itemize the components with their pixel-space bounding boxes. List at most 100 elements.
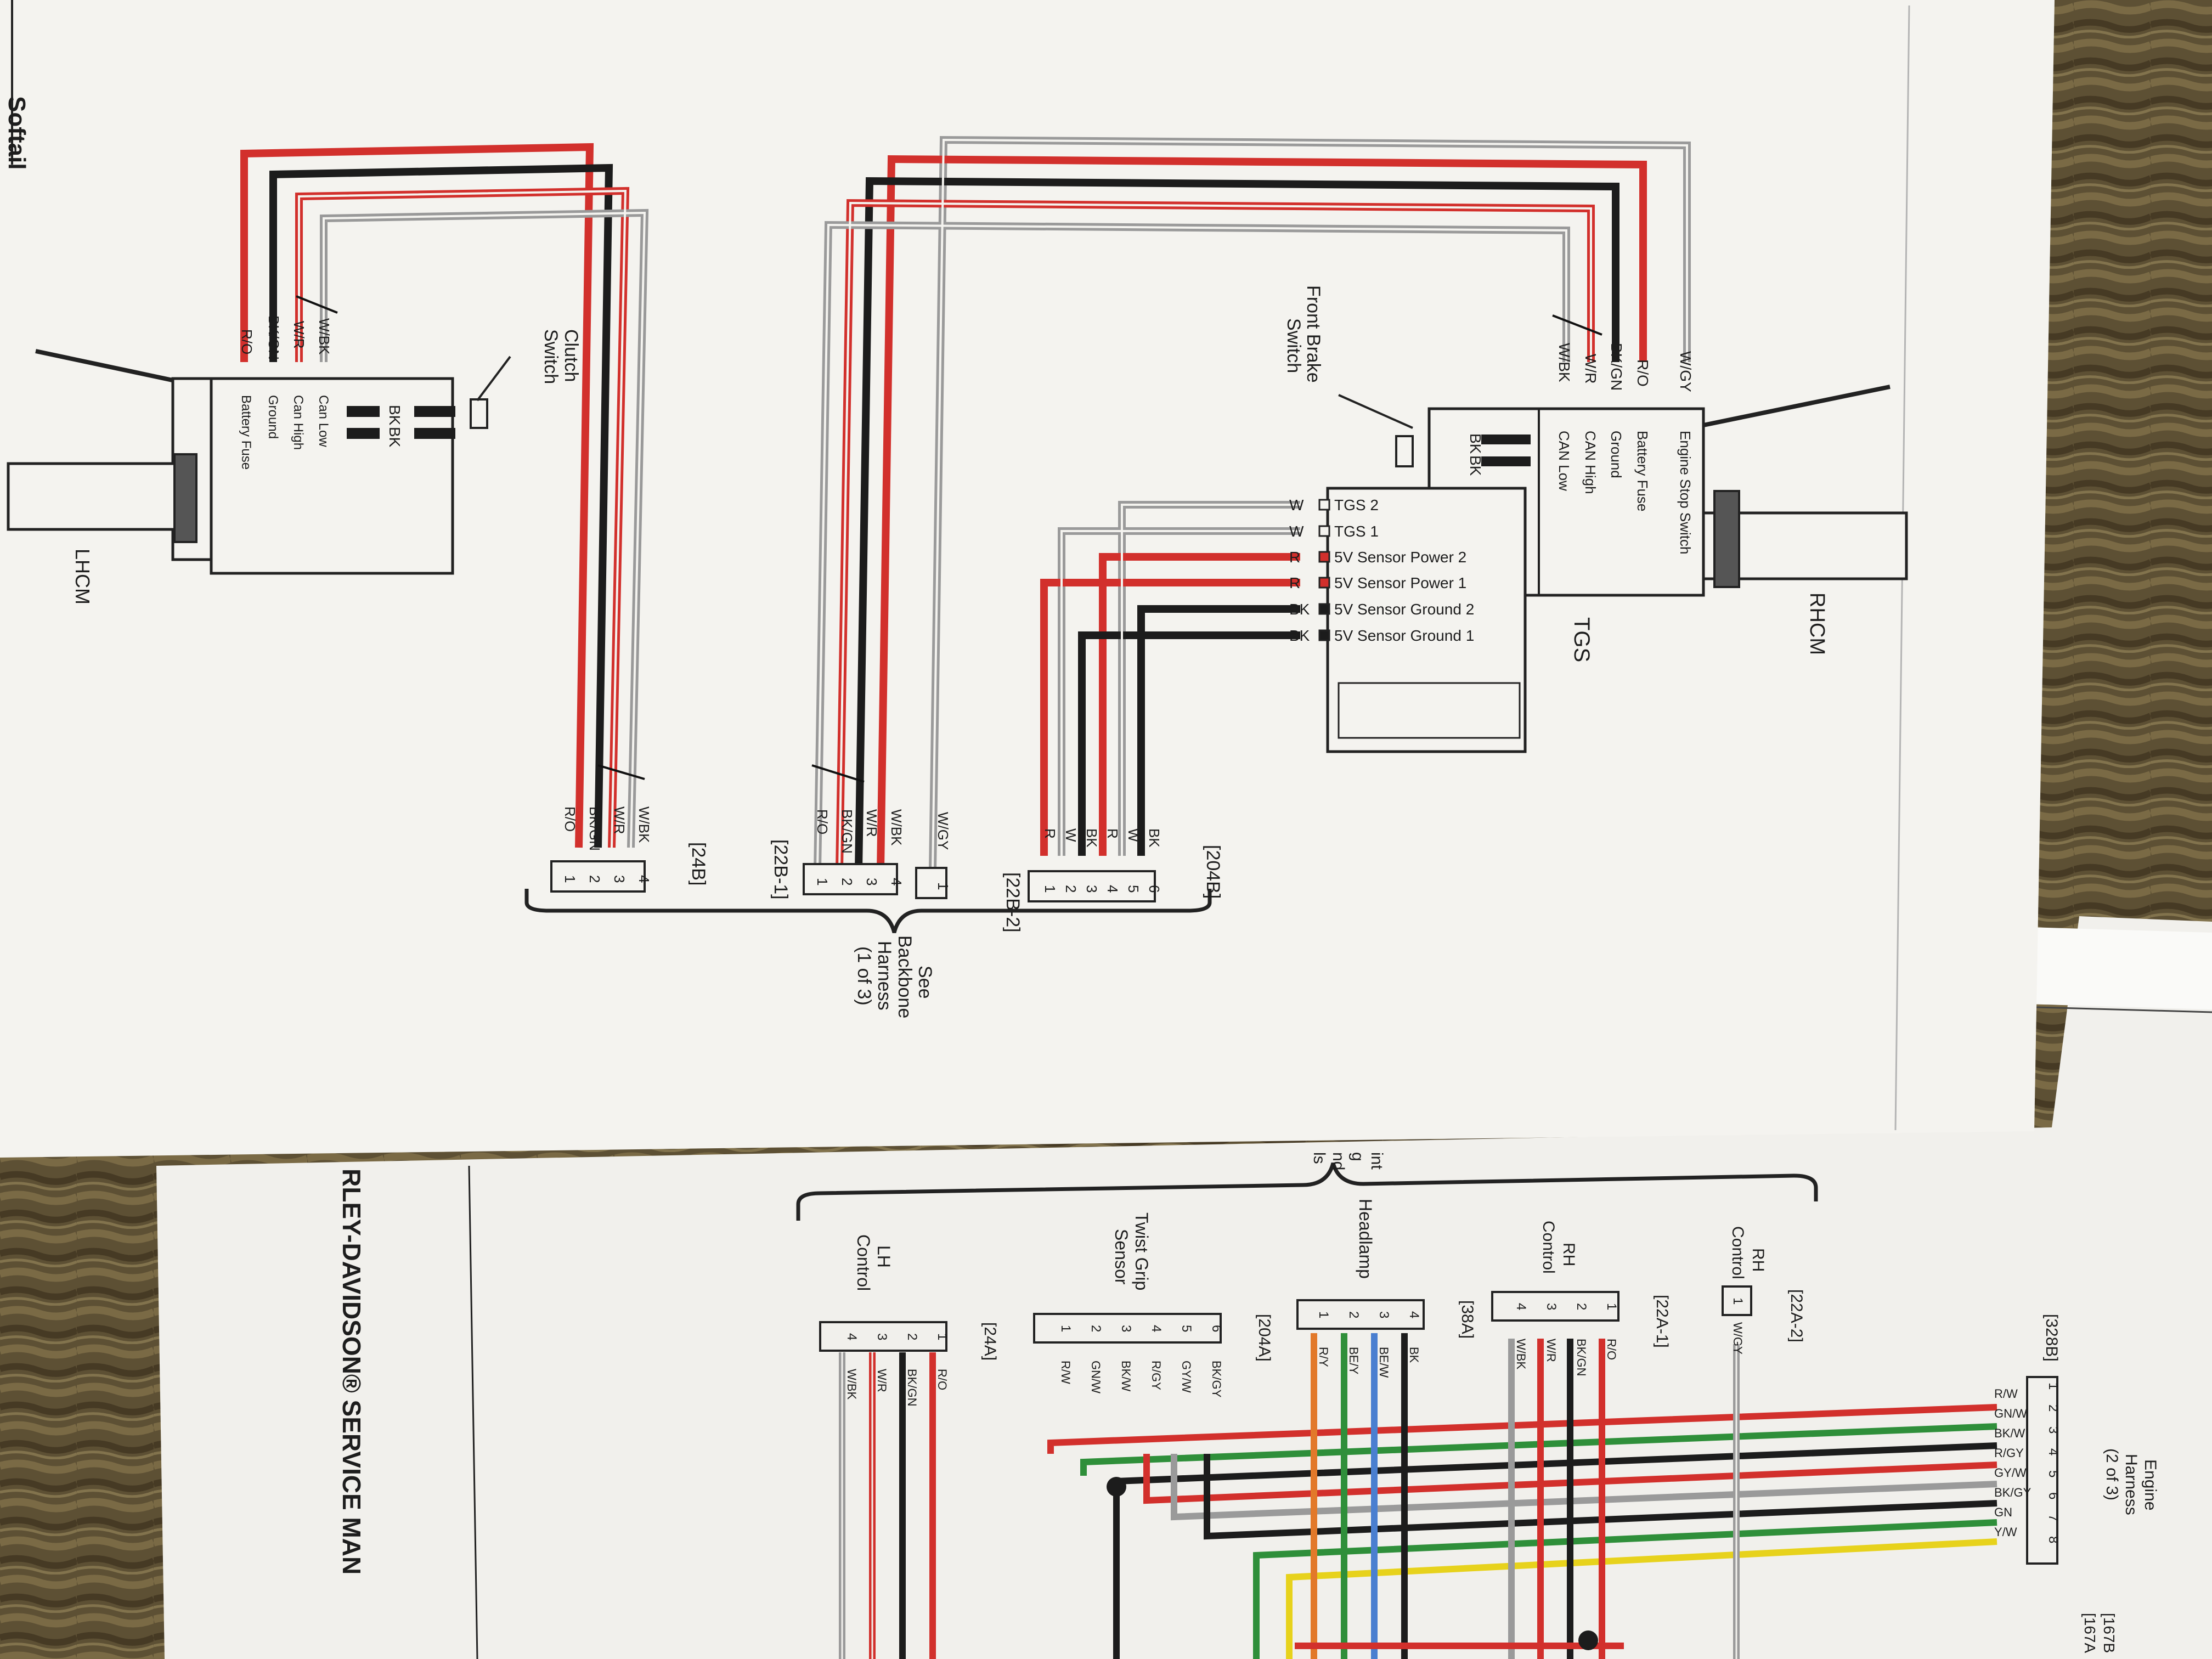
connector-22a-1-pin: 2 (1574, 1303, 1589, 1310)
connector-38a-name: Headlamp (1356, 1199, 1375, 1279)
manual-title-fragment: RLEY-DAVIDSON® SERVICE MAN (337, 1169, 366, 1575)
rhcm-title: RHCM (1805, 592, 1829, 655)
connector-204b-id: [204B] (1203, 845, 1223, 899)
connector-22a-1-pin: 4 (1514, 1303, 1528, 1310)
lhcm-switch-wire-1: BK (386, 405, 403, 426)
lhcm-function-can-high: Can High (291, 395, 306, 450)
lhcm-function-can-low: Can Low (316, 395, 331, 447)
rhcm-function-engine-stop: Engine Stop Switch (1677, 431, 1694, 554)
clutch-switch-label-2: Switch (540, 329, 561, 384)
connector-24a-pin: 3 (874, 1333, 889, 1340)
connector-204b-pin: 4 (1104, 885, 1121, 893)
tgs-pin-terminal (1318, 577, 1330, 589)
connector-38a-wire: BE/Y (1347, 1347, 1361, 1374)
connector-22b-1-pin: 4 (888, 878, 905, 885)
connector-204b-wire: BK (1084, 828, 1100, 848)
connector-22b-1-id: [22B-1] (770, 839, 791, 900)
wire-tgs-power-1 (1040, 579, 1300, 856)
connector-38a-pin: 3 (1376, 1311, 1391, 1318)
connector-24b (550, 860, 646, 893)
connector-22a-2-name: Control (1729, 1226, 1747, 1279)
connector-24b-wire: W/BK (636, 806, 652, 843)
connector-22b-1-pin: 3 (864, 878, 880, 885)
connector-328b-wire: R/GY (1994, 1446, 2024, 1460)
connector-328b-pin: 4 (2046, 1448, 2061, 1455)
connector-204b-wire: W (1063, 828, 1079, 842)
connector-24a-wire: R/O (935, 1369, 949, 1390)
connector-24b-wire: BK/GN (586, 806, 603, 851)
connector-22b-2 (915, 867, 947, 899)
connector-328b-wire: GN (1994, 1505, 2012, 1519)
connector-22b-1-wire: W/R (864, 809, 880, 837)
connector-24a-pin: 4 (844, 1333, 859, 1340)
connector-38a-wire: R/Y (1317, 1347, 1330, 1367)
see-ref-line-1: See (915, 966, 935, 999)
connector-204a-wire: R/W (1059, 1361, 1073, 1384)
connector-204b-pin: 5 (1125, 885, 1142, 893)
connector-204b-pin: 2 (1063, 885, 1079, 893)
connector-24a-name: Control (854, 1234, 873, 1291)
connector-204a-pin: 4 (1149, 1325, 1164, 1332)
tgs-pin-wire-color: R (1289, 549, 1300, 566)
connector-22a-1-pin: 3 (1544, 1303, 1559, 1310)
rhcm-wire-w-bk: W/BK (1556, 343, 1573, 382)
connector-328b-pin: 6 (2046, 1492, 2061, 1499)
connector-328b-pin: 5 (2046, 1470, 2061, 1477)
connector-204a-id: [204A] (1255, 1314, 1273, 1362)
lhcm-wire-w-bk: W/BK (316, 318, 332, 355)
connector-24b-wire: W/R (611, 806, 628, 834)
connector-204a-pin: 5 (1179, 1325, 1194, 1332)
rhcm-wire-bk-gn: BK/GN (1608, 343, 1625, 391)
bottom-connector-boxes (796, 1162, 2058, 1565)
connector-328b (2026, 1376, 2058, 1565)
connector-38a-pin: 2 (1346, 1311, 1361, 1318)
connector-204a-wire: GY/W (1180, 1361, 1193, 1393)
connector-24b-pin: 3 (611, 875, 628, 883)
rhcm-function-can-high: CAN High (1582, 431, 1599, 494)
rhcm-function-can-low: CAN Low (1556, 431, 1572, 491)
connector-24b-pin: 1 (562, 875, 578, 883)
connector-204b-wire: BK (1146, 828, 1163, 848)
connector-328b-wire: GY/W (1994, 1466, 2027, 1480)
tgs-pin-terminal (1318, 551, 1330, 563)
connector-204b-wire: W (1125, 828, 1142, 842)
connector-38a-wire: BK (1407, 1347, 1421, 1363)
rhcm-switch-wire-1: BK (1467, 433, 1484, 454)
connector-22b-1 (803, 863, 898, 895)
lhcm-wire-r-o: R/O (239, 329, 255, 354)
rhcm-wire-w-gy: W/GY (1677, 351, 1694, 392)
connector-328b-wire: BK/W (1994, 1426, 2025, 1440)
connector-22a-1-wire: R/O (1605, 1339, 1618, 1360)
front-brake-switch-label-1: Front Brake (1303, 285, 1324, 383)
tgs-title: TGS (1570, 617, 1594, 662)
tgs-pin-terminal (1318, 603, 1330, 615)
connector-22a-2-pin: 1 (1730, 1297, 1745, 1305)
tgs-pin-terminal (1318, 629, 1330, 641)
wire-rgy (1143, 1454, 1997, 1504)
connector-24b-pin: 4 (636, 875, 652, 883)
see-ref-line-3: Harness (874, 941, 895, 1011)
page-title-fragment: Softail (3, 96, 30, 170)
connector-204a-wire: BK/W (1119, 1361, 1133, 1391)
bottom-page (156, 916, 2212, 1659)
wire-tgs-ground-1 (1078, 631, 1300, 856)
wire-gn (1253, 1519, 1997, 1659)
wire-gnw (1080, 1423, 1997, 1476)
lhcm-wire-w-r: W/R (291, 321, 307, 349)
rhcm-switch-wire-2: BK (1467, 455, 1484, 476)
tgs-pin-terminal (1318, 499, 1330, 511)
tgs-pin-terminal (1318, 525, 1330, 537)
connector-22a-2-wire: W/GY (1731, 1322, 1745, 1355)
connector-24b-id: [24B] (688, 842, 709, 885)
connector-328b-pin: 8 (2046, 1536, 2061, 1543)
connector-22a-1-name: Control (1539, 1221, 1558, 1274)
connector-22a-1-id: [22A-1] (1653, 1295, 1671, 1348)
tgs-pin-name: 5V Sensor Ground 1 (1334, 627, 1474, 644)
bottom-connector-labels: [328B]1R/W2GN/W3BK/W4R/GY5GY/W6BK/GY7GN8… (844, 1199, 2061, 1543)
tgs-pin-name: TGS 2 (1334, 496, 1379, 514)
lhcm-wire-bk-gn: BK/GN (266, 315, 282, 360)
front-brake-switch-label-2: Switch (1283, 318, 1304, 373)
rhcm-wire-w-r: W/R (1582, 354, 1599, 383)
wire-rw (1047, 1404, 1997, 1454)
connector-204b-pin: 1 (1042, 885, 1058, 893)
